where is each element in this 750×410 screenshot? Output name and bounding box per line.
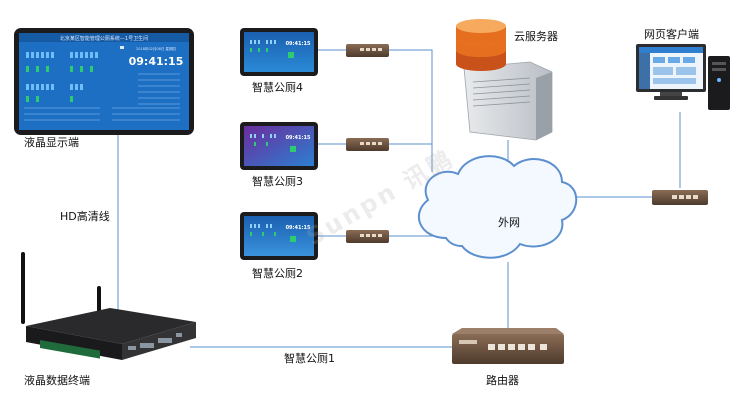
switch-icon xyxy=(652,190,708,205)
lcd-display-icon: 北京某区智能管理公厕系统—1号卫生间 2018年02月08日 星期四 09:41… xyxy=(14,28,194,135)
toilet4-panel-icon: 09:41:15 xyxy=(240,28,318,76)
switch-icon xyxy=(346,230,389,243)
toilet3-label: 智慧公厕3 xyxy=(252,174,303,188)
toilet2-panel-time: 09:41:15 xyxy=(286,225,311,231)
hd-cable-label: HD高清线 xyxy=(60,209,110,223)
router-label: 路由器 xyxy=(486,373,519,387)
switch-icon xyxy=(346,44,389,57)
toilet3-panel-time: 09:41:15 xyxy=(286,135,311,141)
toilet2-panel-icon: 09:41:15 xyxy=(240,212,318,260)
toilet4-label: 智慧公厕4 xyxy=(252,80,303,94)
cloud-server-icon xyxy=(456,19,553,141)
internet-label: 外网 xyxy=(498,216,520,229)
lcd-screen-date: 2018年02月08日 星期四 xyxy=(136,46,176,51)
cloud-server-label: 云服务器 xyxy=(514,30,558,43)
toilet1-label: 智慧公厕1 xyxy=(284,351,335,365)
lcd-screen-time: 09:41:15 xyxy=(129,55,184,68)
toilet3-panel-icon: 09:41:15 xyxy=(240,122,318,170)
database-icon xyxy=(456,19,506,71)
line-switch4-cloud xyxy=(389,49,433,172)
lcd-screen-title: 北京某区智能管理公厕系统—1号卫生间 xyxy=(60,35,148,42)
toilet4-panel-time: 09:41:15 xyxy=(286,41,311,47)
lcd-display-label: 液晶显示端 xyxy=(24,135,79,149)
toilet2-label: 智慧公厕2 xyxy=(252,266,303,280)
lcd-terminal-label: 液晶数据终端 xyxy=(24,373,90,387)
web-client-computer-icon xyxy=(636,44,730,110)
lcd-data-terminal-icon xyxy=(21,252,196,360)
router-icon xyxy=(452,328,564,364)
switch-icon xyxy=(346,138,389,151)
web-client-label: 网页客户端 xyxy=(644,27,699,41)
connection-lines xyxy=(117,49,681,348)
internet-cloud-icon xyxy=(417,155,578,259)
